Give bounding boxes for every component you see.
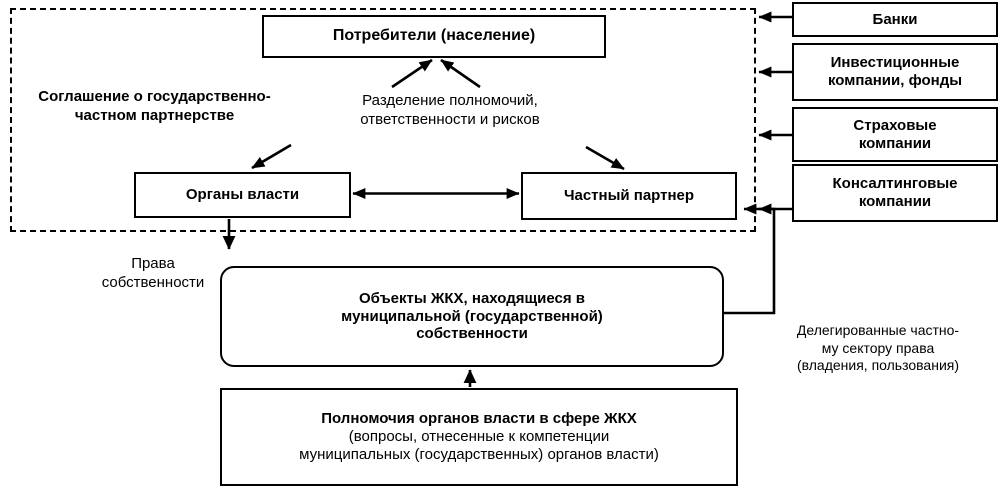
box-utility-objects-line1: Объекты ЖКХ, находящиеся в <box>358 289 585 307</box>
box-investment-companies[interactable]: Инвестиционные компании, фонды <box>792 43 998 101</box>
box-utility-objects[interactable]: Объекты ЖКХ, находящиеся в муниципальной… <box>220 266 724 367</box>
box-authorities-label: Органы власти <box>185 186 300 204</box>
box-powers-sub-line2: муниципальных (государственных) органов … <box>299 445 659 463</box>
box-private-partner[interactable]: Частный партнер <box>521 172 737 220</box>
box-powers[interactable]: Полномочия органов власти в сфере ЖКХ (в… <box>220 388 738 486</box>
box-powers-sub-line1: (вопросы, отнесенные к компетенции <box>348 428 610 446</box>
box-consulting-companies[interactable]: Консалтинговые компании <box>792 164 998 222</box>
box-utility-objects-line2: муниципальной (государственной) <box>341 307 603 325</box>
box-banks[interactable]: Банки <box>792 2 998 37</box>
label-ppp-agreement: Соглашение о государственно- частном пар… <box>38 88 271 124</box>
box-utility-objects-line3: собственности <box>416 325 528 343</box>
ppp-agreement-dashed-zone <box>10 8 756 232</box>
label-split-of-powers: Разделение полномочий, ответственности и… <box>360 92 540 128</box>
box-insurance-companies-label: Страховые компании <box>853 116 937 152</box>
box-banks-label: Банки <box>872 10 918 28</box>
box-utility-objects-text: Объекты ЖКХ, находящиеся в муниципальной… <box>222 290 722 343</box>
box-investment-companies-label: Инвестиционные компании, фонды <box>827 54 963 89</box>
box-authorities[interactable]: Органы власти <box>134 172 351 218</box>
box-consulting-companies-label: Консалтинговые компании <box>832 175 958 210</box>
label-ownership-rights: Права собственности <box>101 255 205 291</box>
box-insurance-companies[interactable]: Страховые компании <box>792 107 998 162</box>
box-consumers[interactable]: Потребители (население) <box>262 15 606 58</box>
box-consumers-label: Потребители (население) <box>332 27 536 45</box>
label-delegated-rights: Делегированные частно- му сектору права … <box>796 322 960 373</box>
box-powers-text: Полномочия органов власти в сфере ЖКХ (в… <box>222 410 736 463</box>
box-private-partner-label: Частный партнер <box>563 187 695 205</box>
box-powers-title: Полномочия органов власти в сфере ЖКХ <box>321 410 637 428</box>
